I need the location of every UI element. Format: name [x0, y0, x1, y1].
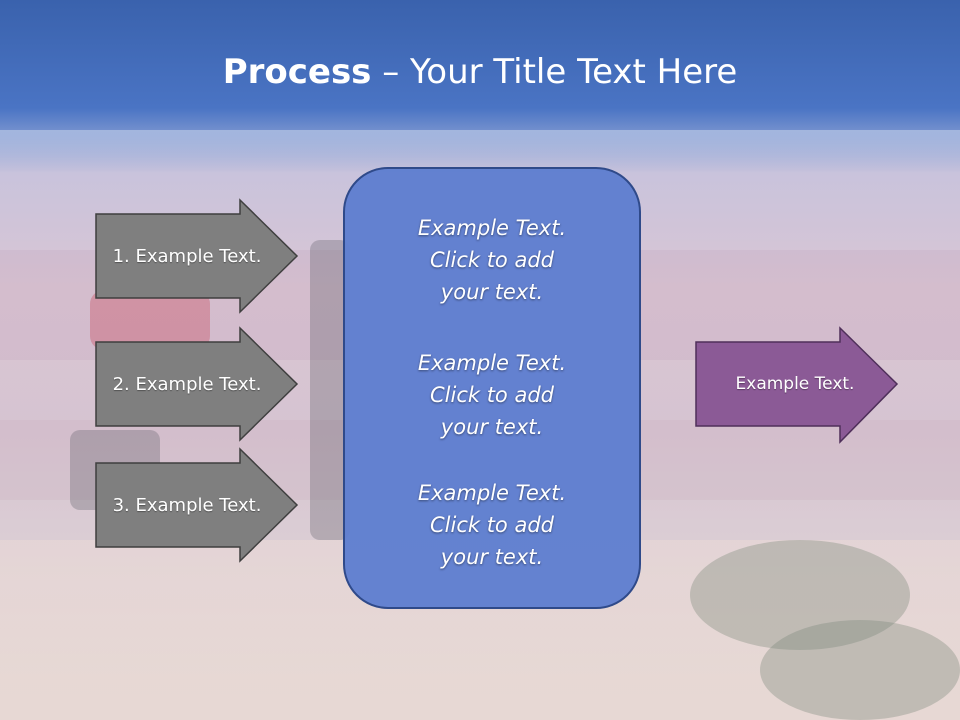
shrub — [690, 540, 910, 650]
shrub — [760, 620, 960, 720]
slide-title: Process – Your Title Text Here — [0, 52, 960, 92]
horizon-haze — [0, 130, 960, 170]
center-text-1: Example Text. Click to add your text. — [417, 216, 567, 304]
jumping-person — [90, 290, 210, 350]
center-text-2: Example Text. Click to add your text. — [417, 351, 567, 439]
arrow-shape-3[interactable] — [95, 447, 299, 563]
center-text-3: Example Text. Click to add your text. — [417, 481, 567, 569]
arrow-label-1: 1. Example Text. — [112, 245, 262, 267]
title-bold: Process — [222, 52, 372, 92]
right-arrow-shape[interactable] — [695, 326, 899, 444]
arrow-shape-2[interactable] — [95, 326, 299, 442]
title-rest: – Your Title Text Here — [371, 52, 738, 92]
arrow-shape-1[interactable] — [95, 198, 299, 314]
arrow-label-3: 3. Example Text. — [112, 494, 262, 516]
center-box[interactable] — [343, 167, 641, 609]
arrow-label-2: 2. Example Text. — [112, 373, 262, 395]
right-arrow-label: Example Text. — [735, 374, 855, 394]
